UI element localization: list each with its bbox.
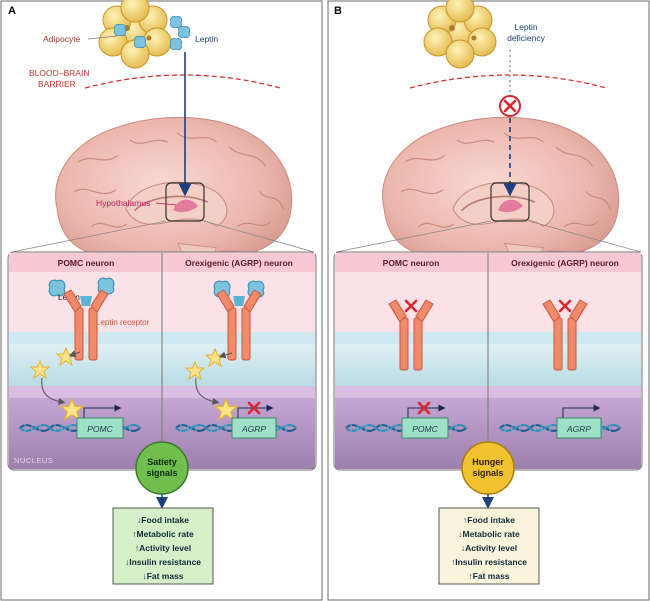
leptin-molecule-icon bbox=[133, 35, 147, 49]
agrp-gene-box bbox=[556, 417, 602, 439]
transcription-arrow bbox=[83, 404, 122, 418]
transcription-arrow bbox=[237, 404, 274, 418]
agrp-neuron-title: Orexigenic (AGRP) neuron bbox=[185, 258, 293, 268]
adipocyte-pointer bbox=[87, 35, 118, 40]
zoom-line bbox=[528, 220, 642, 253]
agrp-gene-label: AGRP bbox=[566, 424, 591, 434]
signal-arrow bbox=[195, 377, 220, 405]
bbb-label-line2: BARRIER bbox=[38, 79, 76, 89]
pomc-gene-box bbox=[401, 417, 449, 439]
leptin-molecule-icon bbox=[113, 23, 127, 37]
effect-item: ↓Activity level bbox=[461, 543, 517, 553]
leptin-molecule-icon bbox=[177, 25, 191, 39]
signal-arrow bbox=[218, 351, 233, 359]
effect-item: ↑Food intake bbox=[463, 515, 515, 525]
panel-a-letter: A bbox=[8, 5, 16, 17]
leptin-molecule-icon bbox=[169, 37, 183, 51]
agrp-neuron-title: Orexigenic (AGRP) neuron bbox=[511, 258, 619, 268]
neuron-zoom-panel-a bbox=[7, 251, 317, 471]
pomc-neuron-title: POMC neuron bbox=[58, 258, 115, 268]
zoom-line bbox=[11, 220, 167, 253]
zoom-line bbox=[203, 220, 315, 253]
hypothalamus-shape bbox=[498, 199, 523, 213]
bound-leptin-icon bbox=[80, 296, 92, 306]
leptin-receptor-label: Leptin receptor bbox=[96, 318, 150, 327]
effect-item: ↓Fat mass bbox=[142, 571, 183, 581]
bound-leptin-icon bbox=[233, 296, 245, 306]
blood-brain-barrier-line bbox=[84, 74, 281, 89]
leptin-deficiency-line1: Leptin bbox=[514, 22, 537, 32]
satiety-effects-box bbox=[112, 507, 214, 585]
signal-arrow bbox=[41, 377, 66, 405]
nucleus-label: NUCLEUS bbox=[14, 456, 53, 465]
hunger-label-line1: Hunger bbox=[472, 457, 504, 467]
hypothalamus-box bbox=[490, 182, 530, 222]
pomc-gene-box bbox=[76, 417, 124, 439]
transcription-arrow bbox=[407, 404, 446, 418]
bbb-label-line1: BLOOD–BRAIN bbox=[29, 68, 89, 78]
leptin-deficiency-line2: deficiency bbox=[507, 33, 546, 43]
adipocyte-label: Adipocyte bbox=[43, 34, 81, 44]
transcription-arrow bbox=[562, 404, 601, 418]
leptin-molecule-icon bbox=[169, 15, 183, 29]
blood-brain-barrier-line bbox=[409, 74, 607, 89]
satiety-label-line2: signals bbox=[146, 468, 177, 478]
effect-item: ↓Insulin resistance bbox=[125, 557, 201, 567]
pomc-neuron-title: POMC neuron bbox=[383, 258, 440, 268]
hypothalamus-shape bbox=[173, 199, 198, 213]
effect-item: ↑Activity level bbox=[135, 543, 191, 553]
zoom-line bbox=[335, 220, 492, 253]
effect-item: ↓Metabolic rate bbox=[458, 529, 520, 539]
pomc-gene-label: POMC bbox=[412, 424, 438, 434]
effect-item: ↑Insulin resistance bbox=[451, 557, 527, 567]
satiety-label-line1: Satiety bbox=[147, 457, 177, 467]
signal-arrow bbox=[68, 350, 81, 358]
effect-item: ↑Fat mass bbox=[468, 571, 509, 581]
hunger-label-line2: signals bbox=[472, 468, 503, 478]
effect-item: ↓Food intake bbox=[137, 515, 189, 525]
agrp-gene-label: AGRP bbox=[241, 424, 266, 434]
leptin-label: Leptin bbox=[195, 34, 218, 44]
hunger-effects-box bbox=[438, 507, 540, 585]
agrp-gene-box bbox=[231, 417, 277, 439]
hypothalamus-label: Hypothalamus bbox=[96, 198, 150, 208]
hypothalamus-pointer bbox=[155, 202, 177, 206]
panel-b-letter: B bbox=[334, 5, 342, 17]
hypothalamus-box bbox=[165, 182, 205, 222]
effect-item: ↑Metabolic rate bbox=[132, 529, 194, 539]
pomc-gene-label: POMC bbox=[87, 424, 113, 434]
